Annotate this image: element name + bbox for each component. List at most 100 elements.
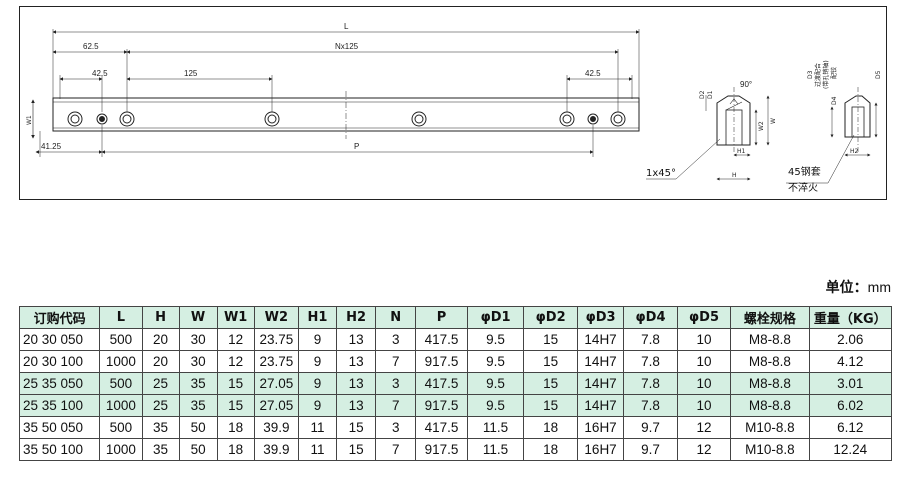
unit-value: mm xyxy=(867,279,891,295)
table-cell: 500 xyxy=(99,372,143,395)
table-cell: 9 xyxy=(297,394,338,417)
counterbore-hole xyxy=(559,111,575,127)
table-cell: 18 xyxy=(216,416,255,439)
table-cell: 15 xyxy=(523,350,578,373)
pin-hole xyxy=(96,113,108,125)
column-header: 重量（KG） xyxy=(808,306,893,329)
table-cell: 7 xyxy=(375,438,417,461)
table-cell: 12 xyxy=(676,416,732,439)
table-cell: 16H7 xyxy=(576,416,625,439)
table-cell: 13 xyxy=(336,350,377,373)
table-cell: 14H7 xyxy=(576,372,625,395)
column-header: φD5 xyxy=(676,306,732,329)
table-cell: 6.12 xyxy=(808,416,893,439)
dim-125-label: 125 xyxy=(184,69,198,78)
column-header: P xyxy=(415,306,468,329)
table-cell: 35 xyxy=(178,394,218,417)
table-cell: 4.12 xyxy=(808,350,893,373)
table-cell: 11 xyxy=(297,438,338,461)
table-cell: 3 xyxy=(375,372,417,395)
table-cell: 10 xyxy=(676,372,732,395)
table-cell: 10 xyxy=(676,350,732,373)
dim-nx125-label: Nx125 xyxy=(335,42,359,51)
table-cell: 15 xyxy=(523,372,578,395)
dim-D3-note3: 配铰 xyxy=(830,67,838,79)
table-cell: 35 xyxy=(141,438,180,461)
table-cell: 7.8 xyxy=(623,350,678,373)
table-cell: 7.8 xyxy=(623,328,678,351)
table-cell: 9.5 xyxy=(466,350,525,373)
table-cell: 23.75 xyxy=(253,350,299,373)
column-header: φD4 xyxy=(623,306,678,329)
table-cell: 35 50 100 xyxy=(18,438,101,461)
dim-D4-label: D4 xyxy=(831,96,838,105)
column-header: W2 xyxy=(253,306,299,329)
dim-D3-note2: (带孔销轴) xyxy=(822,60,830,89)
dim-L: L xyxy=(52,22,640,98)
table-cell: 7.8 xyxy=(623,394,678,417)
column-header: N xyxy=(375,306,417,329)
table-cell: 25 35 100 xyxy=(18,394,101,417)
table-cell: 3 xyxy=(375,328,417,351)
dim-D5-label: D5 xyxy=(875,70,882,79)
table-cell: 3 xyxy=(375,416,417,439)
section-view-counterbore: 90° D2 D1 W2 W H1 H 1x45° xyxy=(646,80,777,181)
table-cell: 7 xyxy=(375,350,417,373)
chamfer-label: 1x45° xyxy=(646,168,676,179)
table-cell: 20 30 050 xyxy=(18,328,101,351)
table-cell: 9 xyxy=(297,350,338,373)
table-cell: 500 xyxy=(99,328,143,351)
material-label-2: 不淬火 xyxy=(788,181,818,194)
table-cell: 14H7 xyxy=(576,350,625,373)
table-cell: 1000 xyxy=(99,438,143,461)
table-cell: 18 xyxy=(216,438,255,461)
table-cell: M10-8.8 xyxy=(730,416,810,439)
table-cell: 11 xyxy=(297,416,338,439)
column-header: 订购代码 xyxy=(18,306,101,329)
column-header: φD2 xyxy=(523,306,578,329)
table-cell: 15 xyxy=(216,372,255,395)
dim-D3-label: D3 xyxy=(807,70,814,79)
drawing-svg: L 62.5 Nx125 42.5 125 42.5 xyxy=(26,22,882,194)
dim-42-5-left-label: 42.5 xyxy=(92,69,108,78)
table-cell: 13 xyxy=(336,372,377,395)
counterbore-hole xyxy=(264,111,280,127)
table-cell: 417.5 xyxy=(415,328,468,351)
table-cell: 16H7 xyxy=(576,438,625,461)
table-cell: 12.24 xyxy=(808,438,893,461)
table-cell: M8-8.8 xyxy=(730,372,810,395)
table-cell: 35 50 050 xyxy=(18,416,101,439)
table-cell: 35 xyxy=(178,372,218,395)
table-cell: 18 xyxy=(523,438,578,461)
material-label-1: 45钢套 xyxy=(788,165,821,178)
column-header: H1 xyxy=(297,306,338,329)
dim-H-label: H xyxy=(732,172,737,179)
table-cell: 6.02 xyxy=(808,394,893,417)
table-cell: 10 xyxy=(676,394,732,417)
column-header: W xyxy=(178,306,218,329)
column-header: L xyxy=(99,306,143,329)
table-cell: 13 xyxy=(336,328,377,351)
table-cell: 25 xyxy=(141,394,180,417)
table-cell: 9.7 xyxy=(623,438,678,461)
table-cell: M8-8.8 xyxy=(730,394,810,417)
table-cell: 15 xyxy=(523,394,578,417)
dim-H1-label: H1 xyxy=(737,148,746,155)
table-cell: 25 xyxy=(141,372,180,395)
table-cell: 7 xyxy=(375,394,417,417)
table-cell: 13 xyxy=(336,394,377,417)
counterbore-hole xyxy=(610,111,626,127)
dim-W-label: W xyxy=(770,118,777,124)
table-cell: 20 xyxy=(141,350,180,373)
table-cell: 9.5 xyxy=(466,394,525,417)
unit-label: 单位：mm xyxy=(826,277,891,297)
dim-W1-label: W1 xyxy=(26,115,33,125)
column-header: H2 xyxy=(336,306,377,329)
table-cell: 25 35 050 xyxy=(18,372,101,395)
table-cell: 12 xyxy=(216,328,255,351)
